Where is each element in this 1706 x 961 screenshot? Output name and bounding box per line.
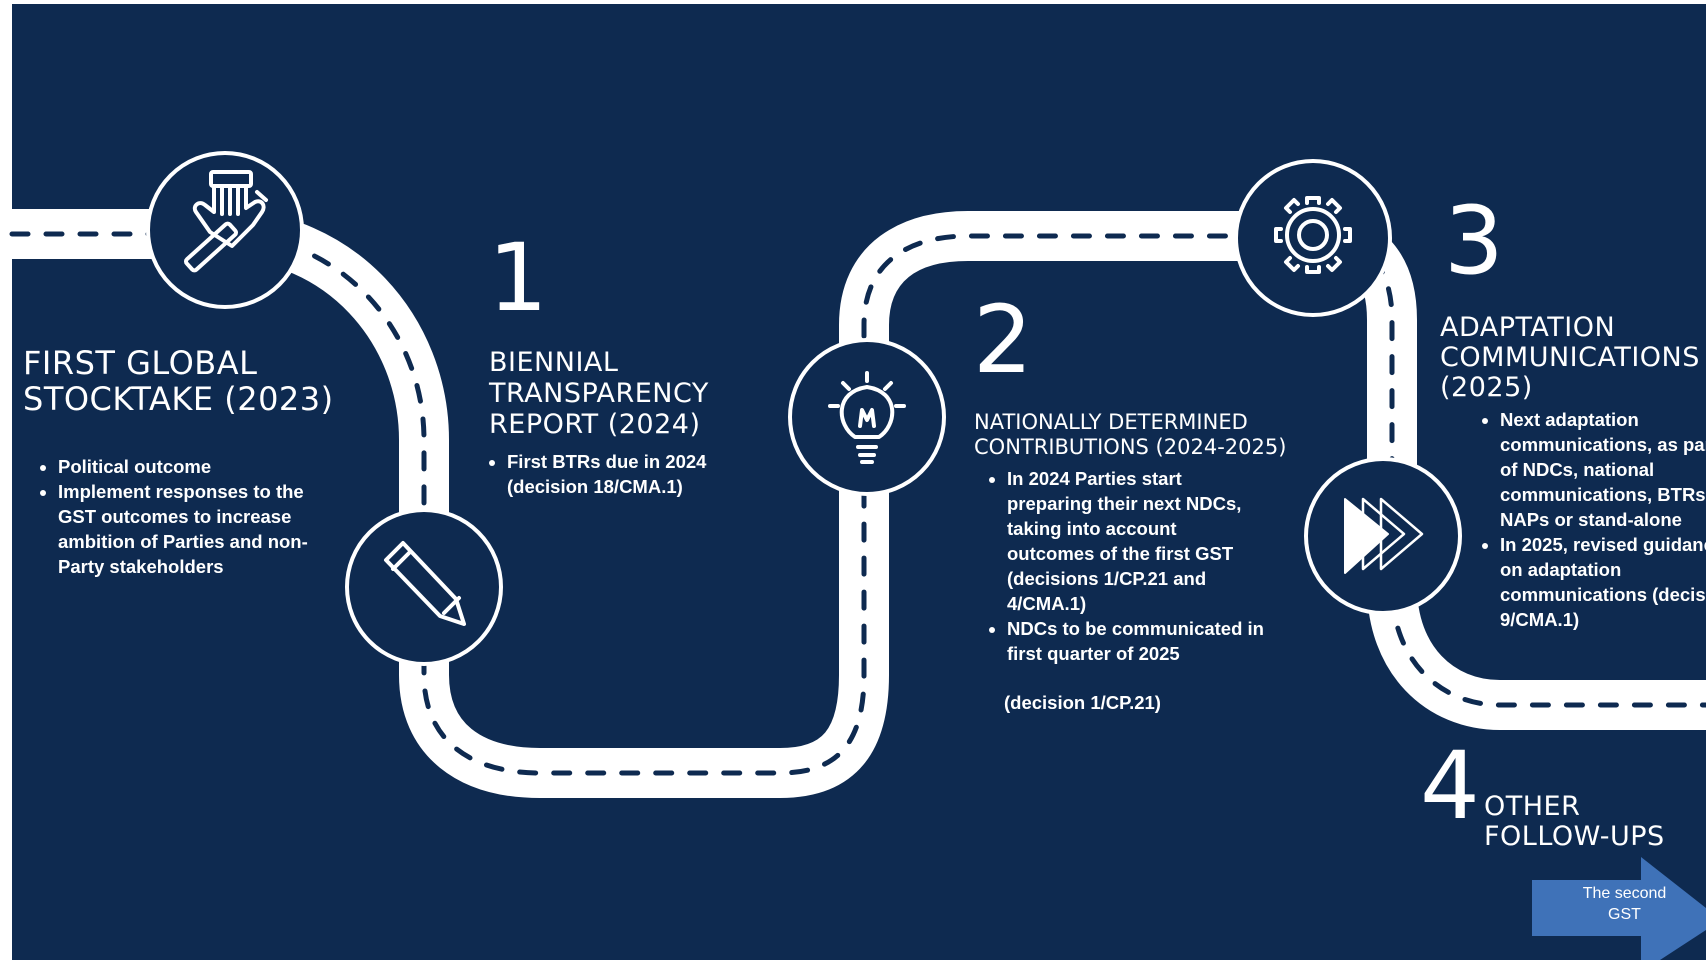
ndc-bullet-1: In 2024 Parties start preparing their ne… [1007,466,1267,616]
other-title-line2: FOLLOW-UPS [1484,821,1665,852]
node-other [1304,457,1462,615]
node-gst [146,151,304,309]
gst-title: FIRST GLOBAL STOCKTAKE (2023) [23,344,334,418]
gst-title-line1: FIRST GLOBAL [23,344,258,382]
lightbulb-icon [828,371,906,464]
gst-bullet-1: Political outcome [58,454,328,479]
btr-bullets: First BTRs due in 2024 (decision 18/CMA.… [473,449,757,499]
btr-title-line2: TRANSPARENCY [489,378,709,409]
ndc-number: 2 [973,286,1033,395]
adaptation-title-line3: (2025) [1440,372,1533,403]
node-adaptation [1234,159,1392,317]
node-btr [345,508,503,666]
adaptation-bullet-2: In 2025, revised guidance on adaptation … [1500,532,1706,632]
gst-bullet-2: Implement responses to the GST outcomes … [58,479,328,579]
road-center-dashes [9,231,1706,776]
second-gst-label: The second GST [1572,883,1677,925]
other-number: 4 [1420,732,1480,841]
ndc-title-line2: CONTRIBUTIONS (2024-2025) [974,435,1287,459]
adaptation-title: ADAPTATION COMMUNICATIONS (2025) [1440,313,1700,403]
node-ndc [788,338,946,496]
adaptation-bullets: Next adaptation communications, as part … [1466,407,1706,632]
btr-bullet-1: First BTRs due in 2024 (decision 18/CMA.… [507,449,757,499]
adaptation-title-line1: ADAPTATION [1440,312,1616,343]
other-title: OTHER FOLLOW-UPS [1484,792,1665,852]
ndc-decision-note: (decision 1/CP.21) [1004,692,1161,713]
btr-number: 1 [488,224,548,333]
gst-bullets: Political outcome Implement responses to… [24,454,328,579]
ndc-title-line1: NATIONALLY DETERMINED [974,410,1248,434]
second-gst-label-line1: The second [1582,885,1667,902]
btr-title-line1: BIENNIAL [489,347,619,378]
pencil-icon [384,541,466,626]
gst-title-line2: STOCKTAKE (2023) [23,379,334,418]
fast-forward-icon [1344,497,1424,574]
hand-pointing-icon [184,170,268,273]
ndc-bullets: In 2024 Parties start preparing their ne… [973,466,1267,666]
adaptation-title-line2: COMMUNICATIONS [1440,342,1700,373]
adaptation-bullet-1: Next adaptation communications, as part … [1500,407,1706,532]
btr-title-line3: REPORT (2024) [489,409,701,440]
gear-icon [1274,196,1352,274]
second-gst-label-line2: GST [1608,906,1641,923]
btr-title: BIENNIAL TRANSPARENCY REPORT (2024) [489,347,709,440]
ndc-bullet-2: NDCs to be communicated in first quarter… [1007,616,1267,666]
ndc-title: NATIONALLY DETERMINED CONTRIBUTIONS (202… [974,410,1286,460]
other-title-line1: OTHER [1484,791,1581,822]
adaptation-number: 3 [1444,187,1504,296]
second-gst-arrow [1532,857,1706,960]
